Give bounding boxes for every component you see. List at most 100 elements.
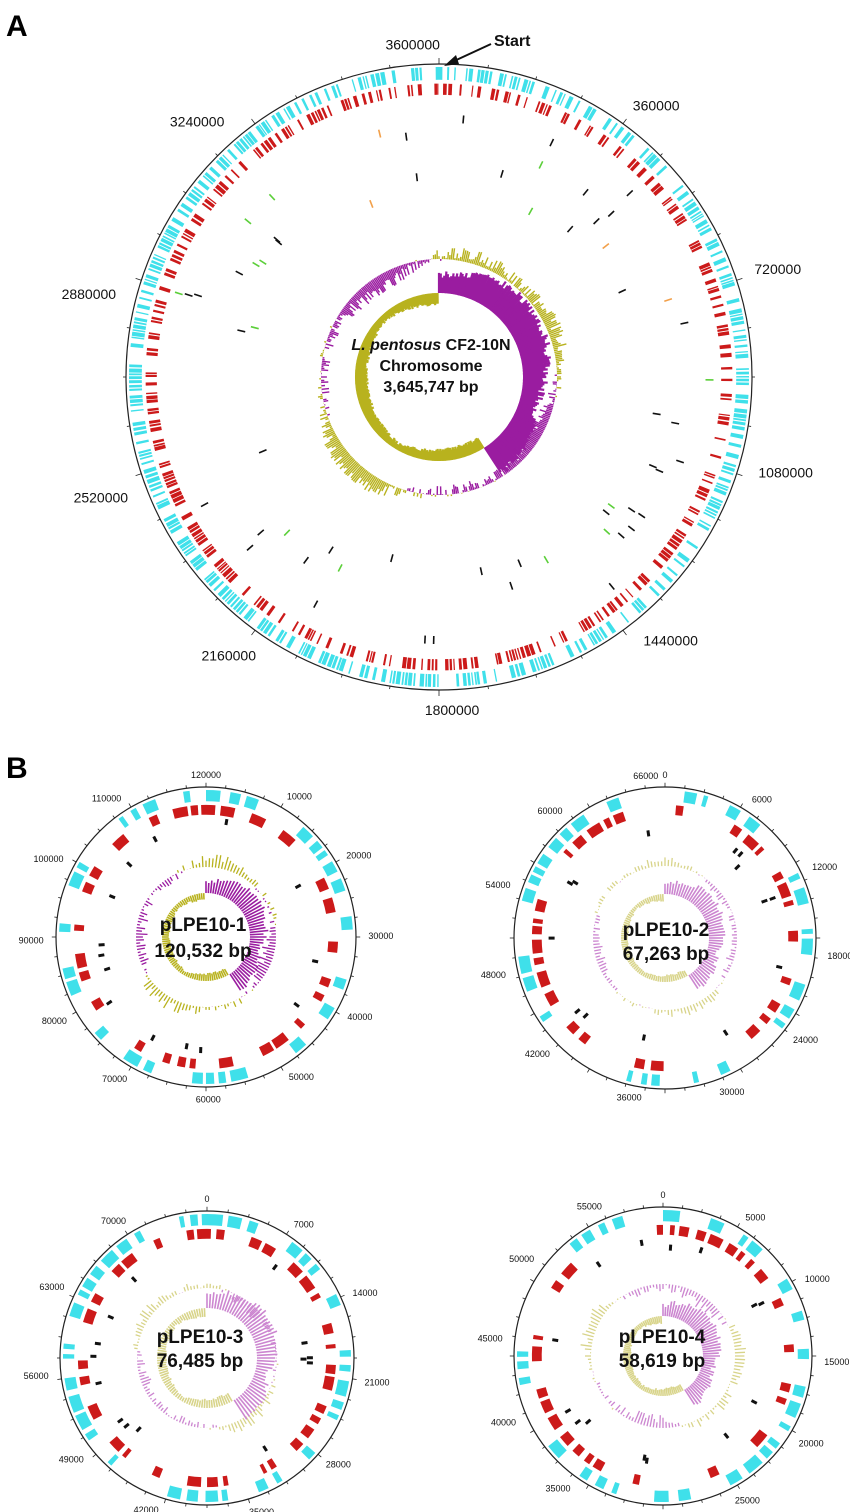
plasmid-1-reverse-cds-track-segment xyxy=(248,813,267,829)
chromosome-reverse-cds-track-segment xyxy=(688,240,700,247)
plasmid-2-rna-marker xyxy=(732,847,739,854)
plasmid-2-reverse-cds-track-segment xyxy=(780,975,792,986)
chromosome-strain-name: CF2-10N xyxy=(441,337,510,354)
chromosome-forward-cds-track-segment xyxy=(726,297,740,305)
chromosome-rna-marker xyxy=(626,189,634,197)
chromosome-forward-cds-track-segment xyxy=(129,384,142,388)
plasmid-4-gc-skew-bar xyxy=(704,1303,714,1313)
chromosome-reverse-cds-track-segment xyxy=(197,537,209,546)
chromosome-gc-cumulative-bar xyxy=(355,382,369,386)
chromosome-reverse-cds-track-segment xyxy=(213,557,225,568)
plasmid-2-gc-skew-bar xyxy=(692,1003,698,1013)
chromosome-reverse-cds-track-segment xyxy=(458,658,463,670)
chromosome-gc-cumulative-bar xyxy=(513,324,542,340)
chromosome-reverse-cds-track-segment xyxy=(158,460,170,466)
plasmid-4-gc-skew-bar xyxy=(605,1305,610,1310)
plasmid-4-gc-cumulative-bar xyxy=(697,1375,711,1385)
chromosome-forward-cds-track-segment xyxy=(167,224,181,234)
plasmid-4-gc-skew-bar xyxy=(726,1389,729,1392)
plasmid-3-tick-mark xyxy=(347,1399,352,1401)
chromosome-forward-cds-track-segment xyxy=(729,313,743,318)
chromosome-gc-cumulative-bar xyxy=(456,273,464,296)
plasmid-3-gc-skew-bar xyxy=(173,1415,177,1420)
chromosome-gc-skew-bar xyxy=(398,488,402,495)
chromosome-gc-cumulative-bar xyxy=(388,437,396,446)
chromosome-gc-cumulative-bar xyxy=(359,399,372,406)
chromosome-reverse-cds-track-segment xyxy=(629,160,641,172)
plasmid-2-tick-mark xyxy=(570,815,574,819)
plasmid-2-gc-cumulative-bar xyxy=(621,928,629,931)
chromosome-gc-cumulative-bar xyxy=(464,442,472,456)
chromosome-forward-cds-track-segment xyxy=(326,654,336,668)
chromosome-rna-marker xyxy=(607,210,615,218)
chromosome-rna-marker xyxy=(549,138,555,147)
plasmid-1-gc-skew-bar xyxy=(270,907,275,911)
plasmid-4-gc-cumulative-bar xyxy=(676,1303,684,1319)
plasmid-3-tick-mark xyxy=(62,1315,67,1317)
chromosome-gc-cumulative-bar xyxy=(521,356,551,364)
plasmid-4-forward-cds-track-segment xyxy=(548,1439,567,1459)
chromosome-reverse-cds-track-segment xyxy=(339,642,347,655)
plasmid-1-gc-skew-bar xyxy=(255,888,258,891)
plasmid-2-gc-cumulative-bar xyxy=(644,898,649,905)
plasmid-3-gc-cumulative-bar xyxy=(218,1395,224,1406)
plasmid-1-gc-cumulative-bar xyxy=(166,952,174,958)
chromosome-forward-cds-track-segment xyxy=(192,556,205,568)
plasmid-2-gc-cumulative-bar xyxy=(668,881,672,895)
plasmid-4-gc-skew-bar xyxy=(733,1341,742,1344)
chromosome-gc-skew-bar xyxy=(358,290,368,300)
chromosome-gc-cumulative-bar xyxy=(356,361,367,366)
chromosome-forward-cds-track-segment xyxy=(177,208,190,218)
plasmid-3-gc-skew-bar xyxy=(240,1297,244,1301)
chromosome-reverse-cds-track-segment xyxy=(222,566,233,578)
chromosome-gc-cumulative-bar xyxy=(362,406,375,414)
plasmid-2-gc-skew-bar xyxy=(711,991,717,997)
plasmid-1-gc-skew-bar xyxy=(142,906,145,908)
plasmid-1-gc-skew-bar xyxy=(268,911,272,915)
chromosome-reverse-cds-track-segment xyxy=(519,646,526,659)
plasmid-4-forward-cds-track-segment xyxy=(516,1351,529,1357)
plasmid-2-gc-cumulative-bar xyxy=(621,945,629,948)
chromosome-gc-cumulative-bar xyxy=(499,433,522,455)
plasmid-4-gc-cumulative-bar xyxy=(702,1359,715,1363)
plasmid-3-gc-cumulative-bar xyxy=(185,1397,191,1405)
plasmid-2-tick-mark xyxy=(605,1077,608,1081)
chromosome-gc-skew-bar xyxy=(362,473,372,486)
plasmid-4-gc-skew-bar xyxy=(637,1288,641,1296)
plasmid-1-tick-mark xyxy=(350,975,354,977)
chromosome-gc-cumulative-bar xyxy=(451,446,457,460)
plasmid-2-gc-cumulative-bar xyxy=(659,976,662,982)
plasmid-3-tick-label: 14000 xyxy=(353,1288,378,1298)
plasmid-2-gc-cumulative-bar xyxy=(635,904,639,909)
plasmid-3-gc-skew-bar xyxy=(233,1294,238,1303)
plasmid-3-rna-marker xyxy=(107,1314,115,1320)
chromosome-gc-cumulative-bar xyxy=(443,449,446,461)
chromosome-gc-skew-bar xyxy=(495,469,502,478)
plasmid-1-gc-cumulative-bar xyxy=(162,940,171,943)
plasmid-1-gc-skew-bar xyxy=(255,969,265,977)
plasmid-2-forward-cds-track-segment xyxy=(701,795,709,808)
plasmid-2-rna-marker xyxy=(769,895,776,901)
plasmid-1-gc-cumulative-bar xyxy=(191,973,195,980)
chromosome-forward-cds-track-segment xyxy=(721,465,736,473)
chromosome-forward-cds-track-segment xyxy=(446,67,450,80)
chromosome-forward-cds-track-segment xyxy=(731,320,745,326)
plasmid-4-gc-skew-bar xyxy=(631,1290,635,1295)
chromosome-gc-cumulative-bar xyxy=(500,432,523,452)
plasmid-4-gc-skew-bar xyxy=(611,1407,614,1410)
plasmid-2-gc-skew-bar xyxy=(670,1009,673,1017)
chromosome-reverse-cds-track-segment xyxy=(361,93,368,105)
plasmid-1-gc-skew-bar xyxy=(223,1004,227,1009)
plasmid-1-gc-cumulative-bar xyxy=(248,923,265,929)
chromosome-gc-cumulative-bar xyxy=(355,371,368,375)
chromosome-gc-cumulative-bar xyxy=(447,447,452,461)
plasmid-4-gc-skew-bar xyxy=(652,1418,656,1428)
plasmid-2-tick-label: 48000 xyxy=(481,970,506,980)
chromosome-gc-skew-bar xyxy=(324,436,339,446)
plasmid-2-tick-label: 12000 xyxy=(812,862,837,872)
chromosome-reverse-cds-track-segment xyxy=(206,196,217,205)
chromosome-rna-marker xyxy=(617,532,625,539)
chromosome-gc-skew-bar xyxy=(539,312,547,318)
plasmid-3-gc-skew-bar xyxy=(145,1388,151,1392)
chromosome-gc-cumulative-bar xyxy=(504,427,527,446)
